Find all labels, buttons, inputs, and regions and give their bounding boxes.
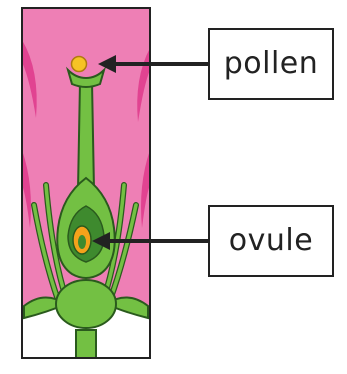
pollen-label: pollen	[208, 28, 334, 100]
receptacle	[56, 280, 116, 328]
pollen-label-text: pollen	[224, 49, 319, 79]
style	[78, 82, 94, 190]
ovule-core	[78, 235, 86, 249]
flower-panel	[22, 8, 150, 358]
ovule-label: ovule	[208, 205, 334, 277]
pollen-arrow	[98, 55, 208, 73]
ovule-label-text: ovule	[229, 226, 313, 256]
stem	[76, 330, 96, 358]
pollen-grain	[72, 57, 87, 72]
